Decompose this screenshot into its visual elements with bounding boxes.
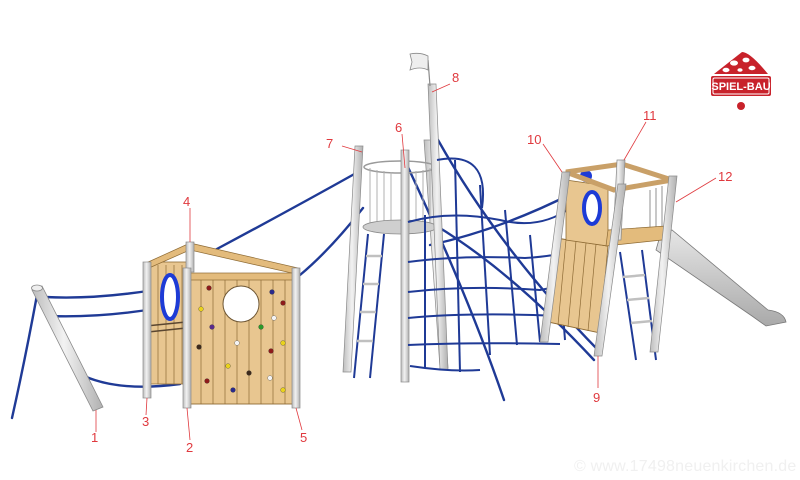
callouts [95, 83, 717, 441]
crows-nest [342, 52, 449, 383]
watermark: © www.17498neuenkirchen.de [574, 458, 797, 475]
callout-4: 4 [183, 194, 190, 209]
callout-11: 11 [643, 108, 657, 123]
callout-6: 6 [395, 120, 402, 135]
rope-ladder-crows-nest [353, 233, 385, 379]
callout-8: 8 [452, 70, 459, 85]
callout-12: 12 [718, 169, 732, 184]
callout-labels: 1 2 3 4 5 6 7 8 9 10 11 12 [91, 70, 732, 455]
flag [409, 52, 429, 71]
callout-10: 10 [527, 132, 541, 147]
logo-text: SPIEL-BAU [711, 81, 770, 93]
callout-5: 5 [300, 430, 307, 445]
ropes [10, 138, 600, 420]
play-tower [539, 159, 787, 361]
callout-7: 7 [326, 136, 333, 151]
climbing-wall-house [142, 241, 301, 409]
climbing-holds [196, 285, 286, 393]
slide [655, 229, 787, 327]
callout-9: 9 [593, 390, 600, 405]
slanted-rope-post [31, 284, 104, 412]
callout-1: 1 [91, 430, 98, 445]
spiel-bau-logo: SPIEL-BAU [711, 52, 771, 110]
logo-ball-icon [737, 102, 745, 110]
callout-2: 2 [186, 440, 193, 455]
callout-3: 3 [142, 414, 149, 429]
